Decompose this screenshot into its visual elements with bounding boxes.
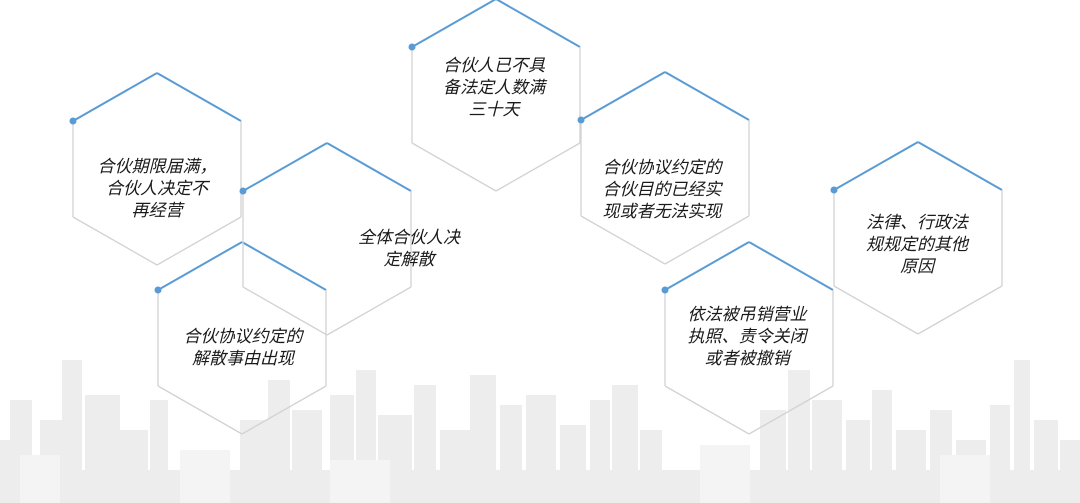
hexagon-3-edge-2 (326, 142, 412, 192)
hexagon-3-edge-1 (242, 142, 328, 192)
hexagon-5-line-1: 合伙协议约定的 (602, 158, 722, 178)
hexagon-6-line-3: 或者被撤销 (704, 349, 790, 369)
hexagon-7-edge-2 (917, 141, 1003, 191)
hexagon-1-dot (69, 117, 77, 125)
hexagon-5-line-3: 现或者无法实现 (602, 202, 722, 222)
hexagon-6-dot (661, 286, 669, 294)
hexagon-7-edge-1 (833, 141, 919, 191)
hexagon-6-edge-4 (748, 385, 834, 435)
hexagon-5-edge-1 (580, 71, 666, 121)
hexagon-2-line-1: 合伙协议约定的 (183, 327, 303, 347)
hexagon-5-edge-2 (664, 71, 750, 121)
hexagon-2-edge-1 (157, 241, 243, 291)
hexagon-7-line-2: 规规定的其他 (866, 235, 968, 255)
hexagon-1-edge-2 (156, 72, 242, 122)
hexagon-2-edge-2 (241, 241, 327, 291)
hexagon-1-edge-5 (72, 216, 158, 266)
hexagon-5-line-2: 合伙目的已经实 (602, 180, 722, 200)
hexagon-3 (239, 142, 412, 336)
hexagon-5-dot (577, 116, 585, 124)
hexagon-4 (408, 0, 581, 192)
hexagon-2-edge-5 (157, 385, 243, 435)
hexagon-1-line-1: 合伙期限届满， (97, 157, 217, 177)
hexagon-2-dot (154, 286, 162, 294)
hexagon-2 (154, 241, 327, 435)
hexagon-2-line-2: 解散事由出现 (192, 349, 294, 369)
hexagon-1-line-3: 再经营 (131, 201, 183, 221)
hexagon-3-line-1: 全体合伙人决 (358, 228, 460, 248)
hexagon-2-edge-4 (241, 385, 327, 435)
hexagon-6-edge-1 (664, 241, 750, 291)
hexagon-3-edge-5 (242, 286, 328, 336)
hexagon-5 (577, 71, 750, 265)
hexagon-6-edge-5 (664, 385, 750, 435)
hexagon-7-edge-4 (917, 285, 1003, 335)
hexagon-2-label: 合伙协议约定的 解散事由出现 (168, 326, 318, 370)
hexagon-1-line-2: 合伙人决定不 (106, 179, 208, 199)
hexagon-3-line-2: 定解散 (383, 250, 435, 270)
hexagon-4-edge-1 (411, 0, 497, 48)
hexagon-5-edge-4 (664, 215, 750, 265)
hexagon-1-edge-1 (72, 72, 158, 122)
hexagon-7 (830, 141, 1003, 335)
hexagon-3-label: 全体合伙人决 定解散 (334, 227, 484, 271)
hexagon-6 (661, 241, 834, 435)
hexagon-4-edge-4 (495, 142, 581, 192)
hexagon-6-line-2: 执照、责令关闭 (687, 327, 807, 347)
hexagon-1 (69, 72, 242, 266)
hexagon-1-edge-4 (156, 216, 242, 266)
hexagon-6-line-1: 依法被吊销营业 (687, 305, 807, 325)
hexagon-4-line-3: 三十天 (468, 100, 520, 120)
hexagon-5-edge-5 (580, 215, 666, 265)
hexagon-4-dot (408, 43, 416, 51)
hexagon-4-line-2: 备法定人数满 (443, 78, 545, 98)
hexagon-6-edge-2 (748, 241, 834, 291)
hexagon-7-label: 法律、行政法 规规定的其他 原因 (842, 212, 992, 278)
hexagon-7-edge-5 (833, 285, 919, 335)
hexagon-3-dot (239, 187, 247, 195)
hexagon-4-line-1: 合伙人已不具 (443, 56, 545, 76)
hexagon-7-line-1: 法律、行政法 (866, 213, 968, 233)
hexagon-6-label: 依法被吊销营业 执照、责令关闭 或者被撤销 (672, 304, 822, 370)
hexagon-4-edge-2 (495, 0, 581, 48)
hexagon-4-edge-5 (411, 142, 497, 192)
hexagon-1-label: 合伙期限届满， 合伙人决定不 再经营 (82, 156, 232, 222)
hexagon-4-label: 合伙人已不具 备法定人数满 三十天 (419, 55, 569, 121)
hexagon-7-line-3: 原因 (900, 257, 934, 277)
hexagon-7-dot (830, 186, 838, 194)
hexagon-3-edge-4 (326, 286, 412, 336)
hexagon-5-label: 合伙协议约定的 合伙目的已经实 现或者无法实现 (587, 157, 737, 223)
